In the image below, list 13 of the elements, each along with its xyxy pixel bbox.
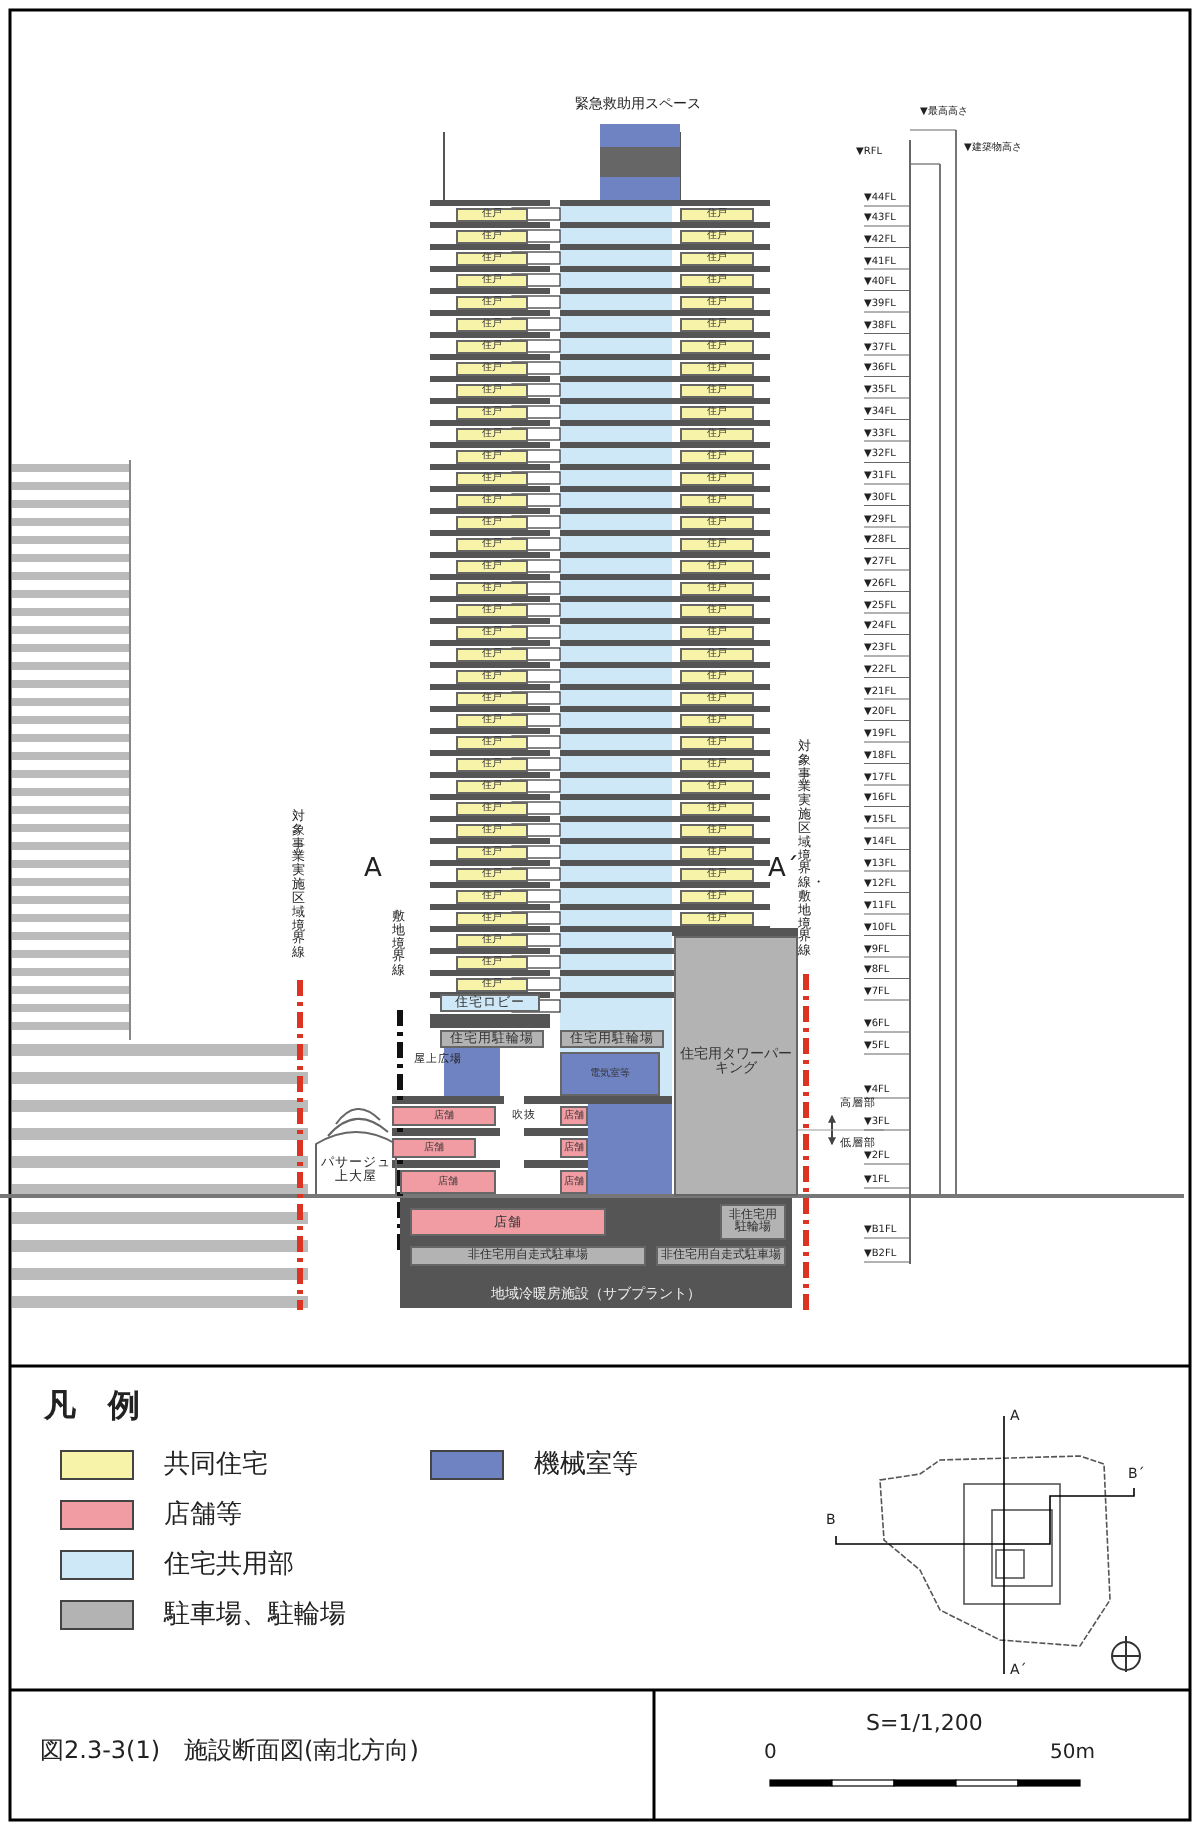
section-mark: A [364, 856, 382, 882]
scale-label: S=1/1,200 [866, 1712, 983, 1734]
legend-label: 機械室等 [534, 1452, 638, 1478]
figure-caption: 図2.3-3(1) 施設断面図(南北方向) [40, 1738, 419, 1762]
scale-label: 0 [764, 1744, 777, 1764]
legend-title: 凡 例 [44, 1390, 140, 1422]
legend-label: 住宅共用部 [164, 1552, 294, 1578]
section-mark: A´ [768, 856, 799, 882]
scale-label: 50m [1050, 1744, 1095, 1764]
legend-label: 店舗等 [164, 1502, 242, 1528]
legend-label: 共同住宅 [164, 1452, 268, 1478]
legend-label: 駐車場、駐輪場 [164, 1602, 346, 1628]
basement-box [400, 1198, 792, 1308]
